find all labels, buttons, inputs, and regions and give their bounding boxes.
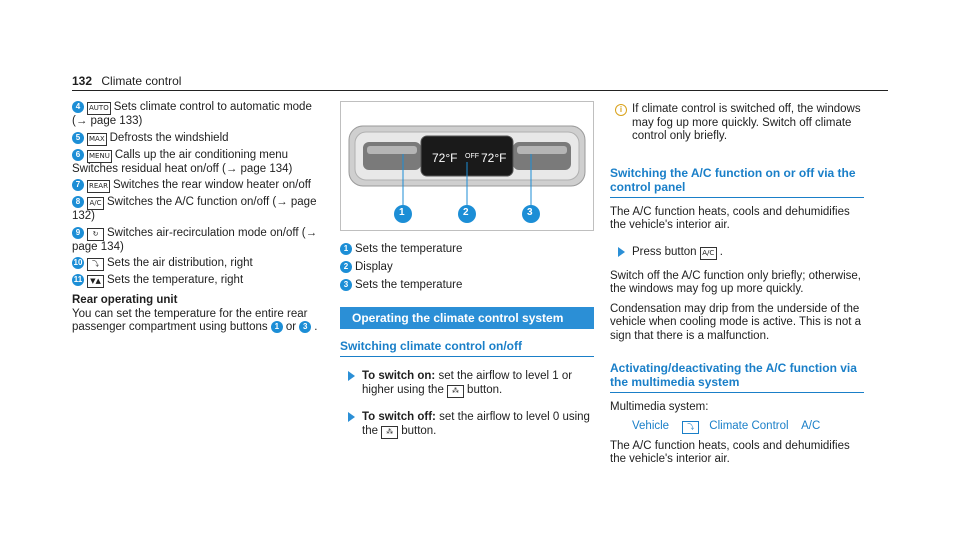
- step-press-ac: Press button A/C.: [610, 245, 864, 260]
- step-end: .: [719, 245, 723, 258]
- callout-badge: 2: [340, 261, 352, 273]
- temperature-arrows-icon: ▼▲: [87, 275, 104, 288]
- subsection-title: Switching climate control on/off: [340, 339, 594, 357]
- climate-control-icon: ⤵: [682, 420, 700, 434]
- list-item: 9↻Switches air-recirculation mode on/off…: [72, 226, 324, 255]
- step-label: To switch off:: [362, 411, 436, 423]
- path-vehicle: Vehicle: [632, 419, 670, 432]
- legend-text: Sets the temperature: [355, 279, 463, 291]
- item-text: Switches the rear window heater on/off: [112, 179, 311, 191]
- paragraph: The A/C function heats, cools and dehumi…: [610, 439, 850, 466]
- rear-unit-or: or: [285, 321, 297, 333]
- step-arrow-icon: [348, 412, 355, 422]
- rear-unit-section: Rear operating unit You can set the temp…: [72, 294, 324, 335]
- callout-3: 3: [527, 207, 533, 218]
- header-divider: [72, 90, 888, 91]
- callout-badge: 5: [72, 131, 84, 144]
- rear-defrost-icon: REAR: [87, 180, 110, 193]
- callout-badge: 7: [72, 179, 84, 191]
- callout-badge: 6: [72, 148, 84, 161]
- display-off-label: OFF: [465, 153, 479, 160]
- callout-1: 1: [399, 207, 405, 218]
- item-text: Defrosts the windshield: [109, 131, 229, 144]
- section-bar-title: Operating the climate control system: [340, 307, 594, 329]
- callout-badge: 3: [299, 321, 312, 333]
- legend-text: Display: [355, 261, 393, 273]
- step-label: To switch on:: [362, 370, 436, 382]
- step-text: set the airflow to level 0 using the: [362, 411, 590, 437]
- paragraph: Switch off the A/C function only briefly…: [610, 269, 861, 296]
- item-text: Sets the temperature, right: [107, 274, 244, 286]
- display-right-temp: 72°F: [481, 151, 507, 165]
- item-text: Sets the air distribution, right: [107, 257, 253, 269]
- auto-button-icon: AUTO: [87, 102, 111, 115]
- step-text: Press button: [632, 245, 697, 258]
- callout-badge: 1: [270, 321, 283, 333]
- callout-badge: 4: [72, 101, 84, 113]
- display-left-temp: 72°F: [432, 151, 458, 165]
- callout-badge: 3: [340, 279, 352, 291]
- step-text: set the airflow to level 1 or higher usi…: [362, 370, 573, 396]
- step-switch-off: To switch off: set the airflow to level …: [340, 410, 594, 439]
- ac-button-icon: A/C: [699, 246, 717, 260]
- step-arrow-icon: [618, 246, 625, 257]
- control-panel-illustration: 72°F OFF 72°F 1 2 3: [340, 101, 594, 231]
- info-note: i If climate control is switched off, th…: [610, 103, 864, 144]
- fan-button-icon: ⁂: [381, 426, 399, 439]
- defrost-icon: MAX: [87, 132, 107, 146]
- menu-path: Vehicle ⤵ Climate Control A/C: [610, 419, 864, 434]
- info-icon: i: [615, 104, 627, 116]
- recirculation-icon: ↻: [87, 227, 104, 241]
- ac-icon: A/C: [87, 197, 104, 210]
- callout-badge: 1: [340, 243, 352, 255]
- item-text: Sets climate control to automatic mode (…: [72, 101, 312, 127]
- page-header: 132 Climate control: [72, 74, 181, 88]
- path-ac: A/C: [801, 419, 821, 432]
- fan-button-icon: ⁂: [447, 385, 465, 398]
- rear-unit-text: You can set the temperature for the enti…: [72, 307, 308, 334]
- item-text: Calls up the air conditioning menu: [114, 148, 289, 161]
- air-distribution-icon: ⤵: [87, 258, 104, 271]
- step-end: button.: [401, 425, 437, 437]
- rear-unit-title: Rear operating unit: [72, 294, 178, 306]
- callout-badge: 9: [72, 226, 84, 239]
- section-title: Climate control: [101, 74, 182, 88]
- paragraph: The A/C function heats, cools and dehumi…: [610, 205, 850, 232]
- paragraph: Condensation may drip from the underside…: [610, 302, 862, 342]
- step-arrow-icon: [348, 371, 355, 381]
- list-item: 11▼▲Sets the temperature, right: [72, 274, 324, 288]
- subsection-title: Activating/deactivating the A/C function…: [610, 361, 864, 393]
- rear-climate-panel-image: [348, 125, 586, 223]
- callout-badge: 11: [72, 274, 84, 286]
- paragraph: Multimedia system:: [610, 401, 709, 413]
- item-text: Switches the A/C function on/off (→ page…: [72, 196, 317, 222]
- step-end: button.: [467, 384, 503, 396]
- callout-2: 2: [463, 207, 469, 218]
- menu-icon: MENU: [87, 149, 112, 163]
- subsection-title: Switching the A/C function on or off via…: [610, 166, 864, 198]
- list-item: 10⤵Sets the air distribution, right: [72, 257, 324, 271]
- legend-text: Sets the temperature: [355, 243, 463, 255]
- path-climate-control: Climate Control: [709, 419, 789, 432]
- callout-badge: 8: [72, 196, 84, 208]
- callout-badge: 10: [72, 257, 84, 269]
- column-right: i If climate control is switched off, th…: [610, 101, 864, 467]
- rear-unit-end: .: [314, 321, 318, 333]
- item-extra-text: Switches residual heat on/off (→ page 13…: [72, 162, 293, 175]
- step-switch-on: To switch on: set the airflow to level 1…: [340, 369, 594, 398]
- page-number: 132: [72, 74, 93, 88]
- item-text: Switches air-recirculation mode on/off (…: [72, 226, 318, 253]
- note-text: If climate control is switched off, the …: [632, 103, 861, 142]
